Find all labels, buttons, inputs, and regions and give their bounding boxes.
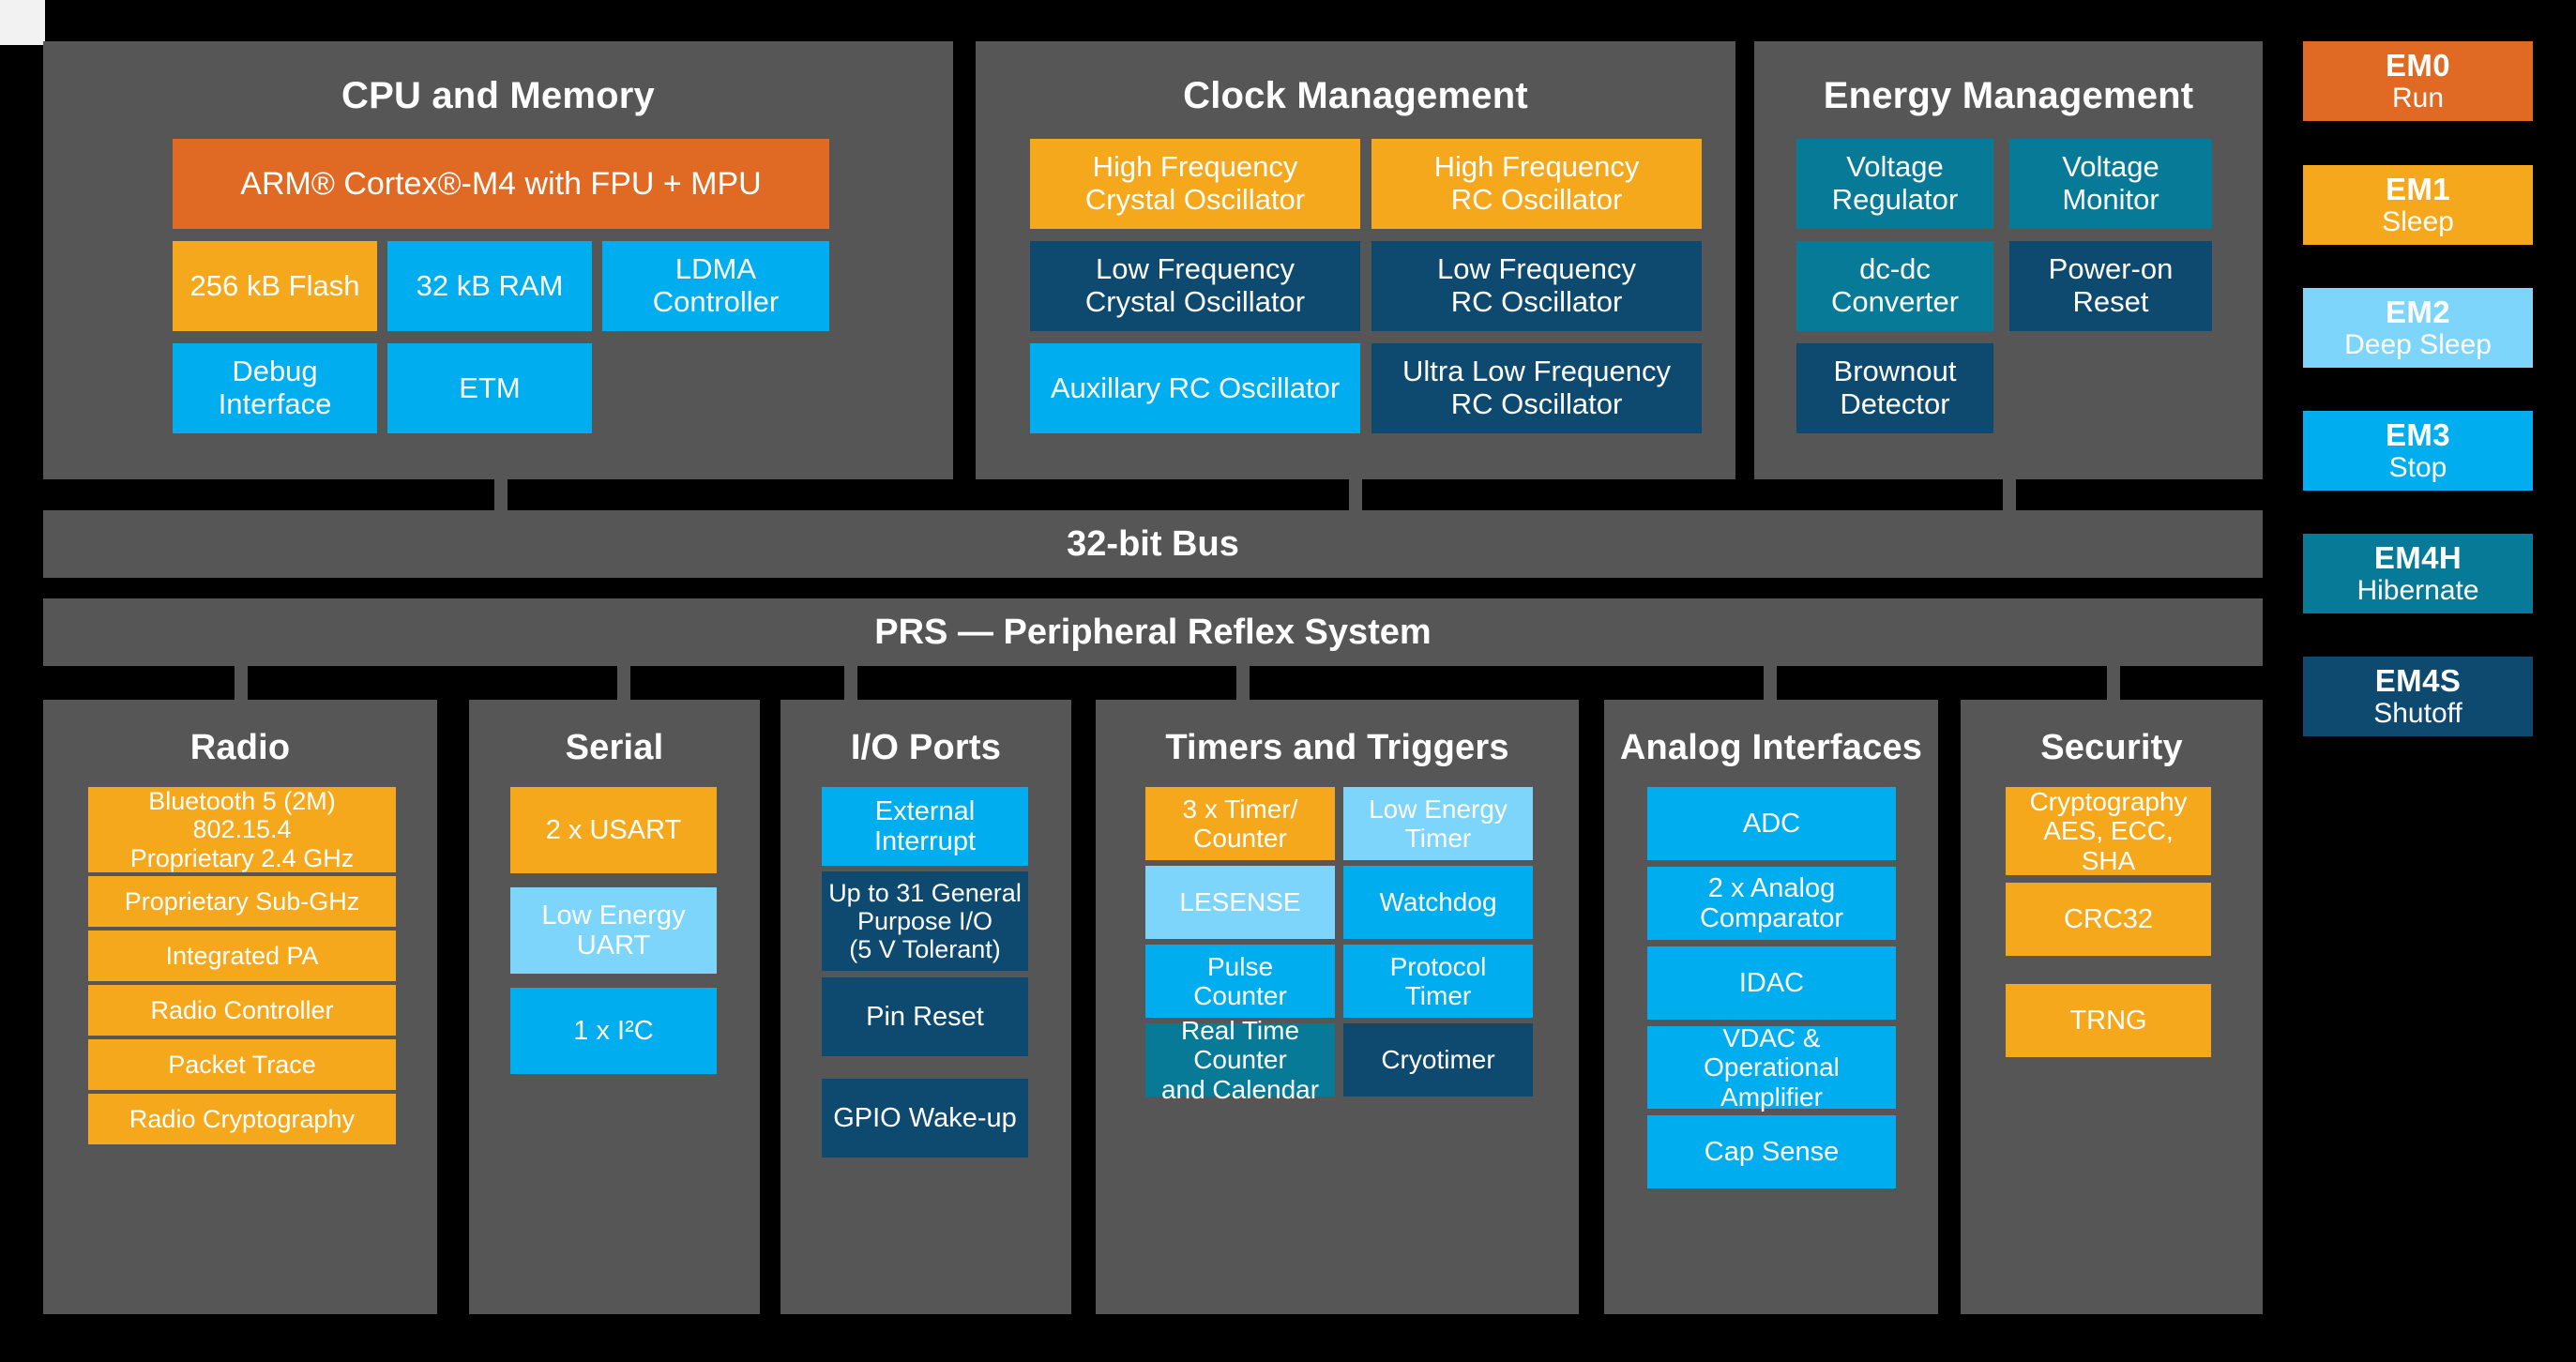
block-bluetooth-802154-proprietary[interactable]: Bluetooth 5 (2M) 802.15.4 Proprietary 2.… <box>88 787 396 872</box>
block-2x-analog-comparator[interactable]: 2 x Analog Comparator <box>1647 867 1896 940</box>
block-auxillary-rc-oscillator[interactable]: Auxillary RC Oscillator <box>1030 343 1360 433</box>
block-3x-timer-counter[interactable]: 3 x Timer/ Counter <box>1145 787 1335 860</box>
block-etm[interactable]: ETM <box>387 343 592 433</box>
panel-title-security: Security <box>2040 728 2183 767</box>
block-1x-i2c[interactable]: 1 x I²C <box>510 988 717 1074</box>
energy-mode-em4h[interactable]: EM4H Hibernate <box>2303 534 2533 613</box>
connector-prs-to-analog <box>1764 666 1777 700</box>
block-power-on-reset[interactable]: Power-on Reset <box>2009 241 2212 331</box>
connector-energy-to-bus <box>2003 479 2016 510</box>
energy-mode-em4h-code: EM4H <box>2373 540 2462 576</box>
bus-32-bit: 32-bit Bus <box>43 510 2263 578</box>
panel-analog-interfaces: Analog Interfaces ADC 2 x Analog Compara… <box>1604 700 1938 1314</box>
energy-mode-em2-code: EM2 <box>2385 295 2451 330</box>
block-lf-crystal-oscillator[interactable]: Low Frequency Crystal Oscillator <box>1030 241 1360 331</box>
block-pin-reset[interactable]: Pin Reset <box>822 977 1028 1056</box>
block-external-interrupt[interactable]: External Interrupt <box>822 787 1028 866</box>
panel-radio: Radio Bluetooth 5 (2M) 802.15.4 Propriet… <box>43 700 437 1314</box>
bus-32-bit-label: 32-bit Bus <box>1067 523 1239 564</box>
panel-security: Security Cryptography AES, ECC, SHA CRC3… <box>1961 700 2263 1314</box>
corner-notch <box>0 0 45 45</box>
panel-title-cpu-and-memory: CPU and Memory <box>341 75 655 116</box>
energy-mode-em1[interactable]: EM1 Sleep <box>2303 165 2533 245</box>
energy-mode-em4s[interactable]: EM4S Shutoff <box>2303 657 2533 736</box>
block-hf-rc-oscillator[interactable]: High Frequency RC Oscillator <box>1371 139 1702 229</box>
block-low-energy-uart[interactable]: Low Energy UART <box>510 887 717 974</box>
connector-prs-to-radio <box>235 666 248 700</box>
energy-mode-em4h-name: Hibernate <box>2356 574 2479 606</box>
energy-mode-em2[interactable]: EM2 Deep Sleep <box>2303 288 2533 368</box>
panel-energy-management: Energy Management Voltage Regulator Volt… <box>1754 41 2263 479</box>
connector-prs-to-security <box>2107 666 2120 700</box>
block-2x-usart[interactable]: 2 x USART <box>510 787 717 873</box>
block-gpio-wake-up[interactable]: GPIO Wake-up <box>822 1079 1028 1158</box>
energy-mode-em1-code: EM1 <box>2385 172 2451 207</box>
connector-clock-to-bus <box>1349 479 1362 510</box>
block-proprietary-sub-ghz[interactable]: Proprietary Sub-GHz <box>88 876 396 927</box>
block-trng[interactable]: TRNG <box>2006 984 2211 1057</box>
panel-io-ports: I/O Ports External Interrupt Up to 31 Ge… <box>780 700 1071 1314</box>
panel-title-energy-management: Energy Management <box>1823 75 2194 116</box>
energy-mode-em3[interactable]: EM3 Stop <box>2303 411 2533 491</box>
block-32kb-ram[interactable]: 32 kB RAM <box>387 241 592 331</box>
block-pulse-counter[interactable]: Pulse Counter <box>1145 945 1335 1018</box>
panel-title-io-ports: I/O Ports <box>850 728 1002 767</box>
connector-prs-to-serial <box>617 666 630 700</box>
panel-title-analog-interfaces: Analog Interfaces <box>1619 728 1923 767</box>
block-vdac-operational-amplifier[interactable]: VDAC & Operational Amplifier <box>1647 1023 1896 1112</box>
block-hf-crystal-oscillator[interactable]: High Frequency Crystal Oscillator <box>1030 139 1360 229</box>
bus-prs: PRS — Peripheral Reflex System <box>43 598 2263 666</box>
block-radio-controller[interactable]: Radio Controller <box>88 985 396 1036</box>
panel-title-radio: Radio <box>189 728 291 767</box>
connector-prs-to-io-ports <box>844 666 857 700</box>
block-general-purpose-io[interactable]: Up to 31 General Purpose I/O (5 V Tolera… <box>822 871 1028 971</box>
block-cryptography-aes-ecc-sha[interactable]: Cryptography AES, ECC, SHA <box>2006 787 2211 875</box>
energy-mode-em4s-name: Shutoff <box>2373 697 2462 729</box>
block-protocol-timer[interactable]: Protocol Timer <box>1343 945 1533 1018</box>
connector-cpu-to-bus <box>494 479 508 510</box>
block-256kb-flash[interactable]: 256 kB Flash <box>173 241 377 331</box>
panel-title-timers-and-triggers: Timers and Triggers <box>1165 728 1509 767</box>
block-watchdog[interactable]: Watchdog <box>1343 866 1533 939</box>
energy-mode-em3-code: EM3 <box>2385 417 2451 453</box>
connector-prs-to-timers <box>1236 666 1250 700</box>
energy-mode-em3-name: Stop <box>2388 451 2447 483</box>
block-low-energy-timer[interactable]: Low Energy Timer <box>1343 787 1533 860</box>
panel-title-clock-management: Clock Management <box>1183 75 1528 116</box>
block-lf-rc-oscillator[interactable]: Low Frequency RC Oscillator <box>1371 241 1702 331</box>
block-real-time-counter-and-calendar[interactable]: Real Time Counter and Calendar <box>1145 1016 1335 1104</box>
block-debug-interface[interactable]: Debug Interface <box>173 343 377 433</box>
panel-serial: Serial 2 x USART Low Energy UART 1 x I²C <box>469 700 760 1314</box>
block-packet-trace[interactable]: Packet Trace <box>88 1039 396 1090</box>
block-arm-cortex-m4[interactable]: ARM® Cortex®-M4 with FPU + MPU <box>173 139 829 229</box>
block-dcdc-converter[interactable]: dc-dc Converter <box>1796 241 1993 331</box>
block-idac[interactable]: IDAC <box>1647 946 1896 1020</box>
block-voltage-monitor[interactable]: Voltage Monitor <box>2009 139 2212 229</box>
energy-mode-em0[interactable]: EM0 Run <box>2303 41 2533 121</box>
block-cryotimer[interactable]: Cryotimer <box>1343 1023 1533 1097</box>
energy-mode-em2-name: Deep Sleep <box>2344 328 2492 360</box>
panel-title-serial: Serial <box>565 728 664 767</box>
block-integrated-pa[interactable]: Integrated PA <box>88 931 396 981</box>
block-radio-cryptography[interactable]: Radio Cryptography <box>88 1094 396 1144</box>
block-adc[interactable]: ADC <box>1647 787 1896 860</box>
block-brownout-detector[interactable]: Brownout Detector <box>1796 343 1993 433</box>
block-ldma-controller[interactable]: LDMA Controller <box>602 241 829 331</box>
energy-mode-em0-name: Run <box>2391 82 2445 114</box>
block-ulf-rc-oscillator[interactable]: Ultra Low Frequency RC Oscillator <box>1371 343 1702 433</box>
bus-prs-label: PRS — Peripheral Reflex System <box>874 612 1432 652</box>
panel-timers-and-triggers: Timers and Triggers 3 x Timer/ Counter L… <box>1096 700 1579 1314</box>
energy-mode-em1-name: Sleep <box>2382 205 2454 237</box>
block-crc32[interactable]: CRC32 <box>2006 883 2211 956</box>
panel-clock-management: Clock Management High Frequency Crystal … <box>976 41 1735 479</box>
block-lesense[interactable]: LESENSE <box>1145 866 1335 939</box>
energy-mode-em4s-code: EM4S <box>2374 663 2462 699</box>
block-cap-sense[interactable]: Cap Sense <box>1647 1115 1896 1188</box>
energy-mode-em0-code: EM0 <box>2385 48 2451 83</box>
block-voltage-regulator[interactable]: Voltage Regulator <box>1796 139 1993 229</box>
panel-cpu-and-memory: CPU and Memory ARM® Cortex®-M4 with FPU … <box>43 41 953 479</box>
